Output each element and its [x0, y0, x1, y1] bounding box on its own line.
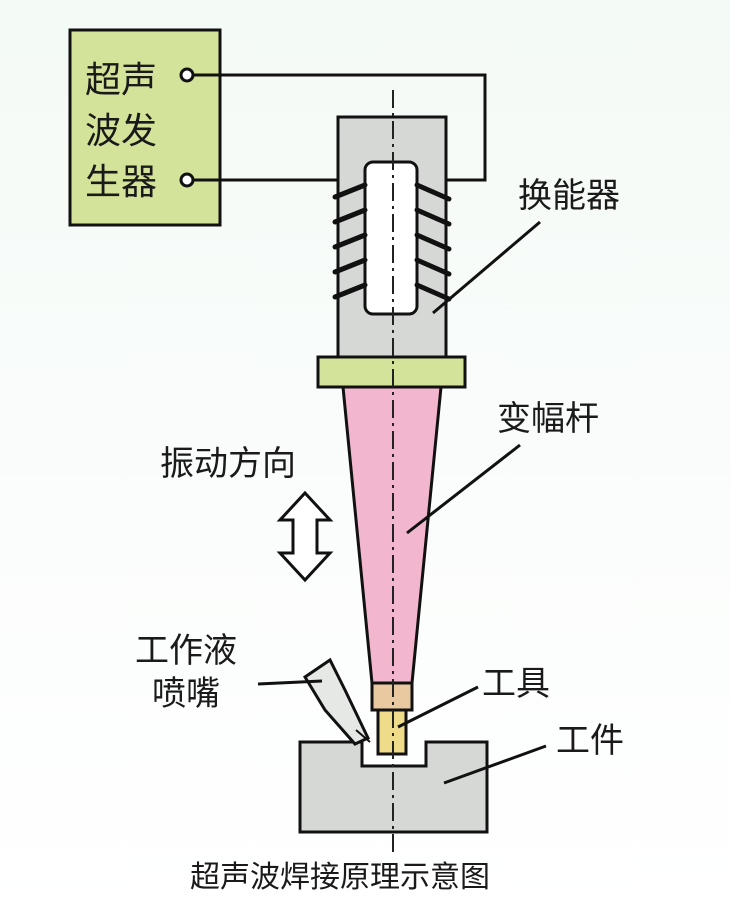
leader-tool: [397, 685, 479, 729]
terminal-bottom: [179, 172, 195, 188]
label-horn: 变幅杆: [497, 399, 599, 439]
leader-nozzle: [257, 679, 323, 686]
label-tool: 工具: [482, 664, 550, 704]
transducer-core: [363, 160, 419, 316]
generator-label-line3: 生器: [85, 162, 157, 203]
coil-winding: [332, 182, 452, 302]
leader-workpiece: [443, 744, 547, 785]
leader-transducer: [432, 220, 541, 315]
label-nozzle-line2: 喷嘴: [152, 674, 220, 714]
terminal-top: [179, 67, 195, 83]
figure-caption: 超声波焊接原理示意图: [190, 860, 490, 895]
label-nozzle-line1: 工作液: [135, 631, 237, 671]
generator-label-line1: 超声: [85, 60, 157, 101]
generator-label-line2: 波发: [85, 111, 157, 152]
generator-box: [68, 28, 222, 227]
vibration-arrow-icon: [276, 490, 334, 583]
nozzle-stream: [355, 729, 371, 743]
wire-top: [193, 73, 487, 182]
label-workpiece: 工件: [556, 721, 624, 761]
label-vibration-direction: 振动方向: [160, 444, 296, 484]
leader-horn: [406, 443, 521, 535]
label-transducer: 换能器: [518, 176, 620, 216]
flange: [316, 355, 467, 389]
